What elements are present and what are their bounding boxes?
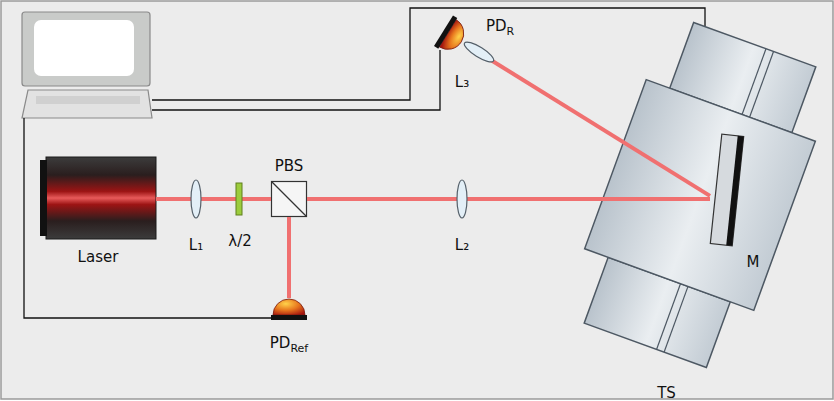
laser-source-shape	[40, 155, 156, 241]
beam-splitter: PBS	[271, 181, 307, 217]
lens	[457, 180, 467, 218]
photodiode-symbol	[434, 15, 471, 57]
laser-body	[46, 157, 156, 239]
laser-beam	[287, 217, 291, 298]
laser-beam	[156, 197, 271, 201]
monitor-screen	[34, 20, 134, 76]
laser-source: Laser	[40, 155, 156, 241]
splitter-diagonal	[272, 182, 307, 217]
cube	[272, 182, 307, 217]
photodiode-symbol	[271, 299, 307, 320]
photodiode-base	[271, 315, 307, 320]
component-label: PD	[486, 19, 507, 34]
photodiode-shape	[269, 298, 309, 322]
photodiode: PDRef	[269, 298, 309, 322]
component-label: L₂	[455, 238, 469, 253]
mirror: M	[710, 133, 744, 246]
laser-endplate	[40, 160, 47, 236]
translation-stage-shape	[584, 20, 818, 370]
photodiode-dome	[273, 299, 305, 315]
stage-body	[561, 14, 834, 376]
photodiode-base	[434, 15, 457, 48]
computer-icon	[22, 12, 152, 118]
keyboard-base	[22, 90, 152, 118]
lens	[191, 180, 201, 218]
lens	[462, 39, 496, 65]
half-wave-plate	[236, 183, 242, 215]
label-subscript: Ref	[290, 343, 308, 354]
component-label: L₃	[455, 75, 469, 90]
mirror-substrate	[710, 134, 743, 246]
mirror-symbol	[710, 134, 743, 246]
photodiode: PDR	[435, 19, 469, 53]
laser-beam	[307, 197, 710, 201]
component-label: Laser	[78, 250, 119, 265]
translation-stage: MTS	[584, 20, 818, 370]
keyboard-keys	[36, 96, 140, 104]
photodiode-shape	[435, 19, 469, 53]
mirror-backing	[726, 136, 743, 246]
component-label: PBS	[275, 159, 304, 174]
stage-groove	[750, 51, 774, 117]
component-label: PD	[270, 336, 291, 351]
label-subscript: R	[507, 26, 515, 37]
mirror-shape	[710, 133, 744, 246]
reference-wire	[24, 118, 271, 318]
component-label: M	[747, 255, 760, 270]
component-label: L₁	[189, 238, 203, 253]
stage-plate	[585, 80, 816, 311]
photodiode-wire	[152, 50, 440, 110]
beam-splitter-shape	[271, 181, 307, 217]
component-label: TS	[657, 386, 676, 401]
component-label: λ/2	[228, 234, 251, 249]
monitor	[22, 12, 150, 86]
stage-groove	[664, 286, 688, 352]
stage-wire	[152, 8, 705, 100]
